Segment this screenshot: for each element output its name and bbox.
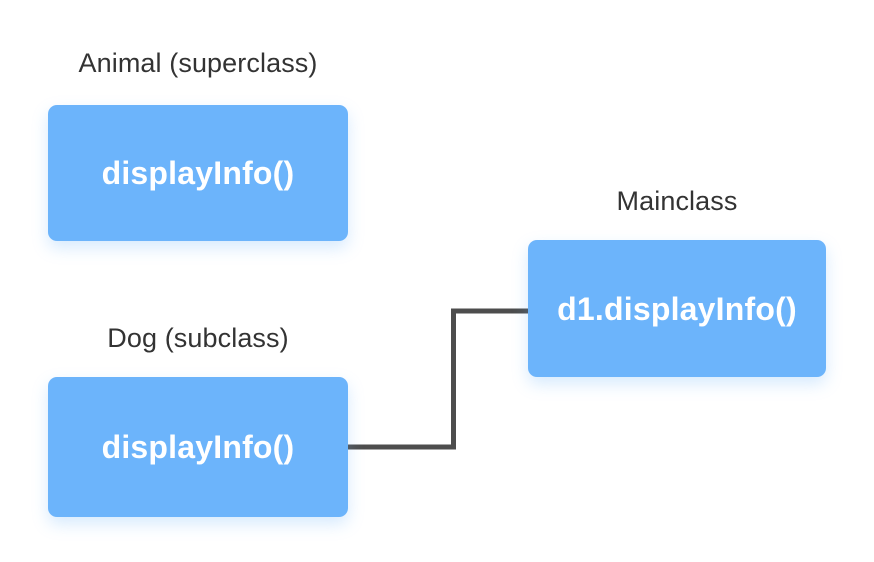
class-box-label-dog: displayInfo() [101, 429, 295, 465]
class-caption-mainclass: Mainclass [616, 186, 738, 216]
connector-line [332, 308, 530, 450]
class-box-label-mainclass: d1.displayInfo() [557, 290, 797, 327]
class-box-dog[interactable]: displayInfo() [48, 377, 348, 517]
class-caption-dog: Dog (subclass) [107, 323, 289, 353]
class-caption-animal: Animal (superclass) [78, 48, 318, 78]
class-box-animal[interactable]: displayInfo() [48, 105, 348, 241]
class-box-label-animal: displayInfo() [101, 155, 295, 191]
class-box-mainclass[interactable]: d1.displayInfo() [528, 240, 826, 377]
